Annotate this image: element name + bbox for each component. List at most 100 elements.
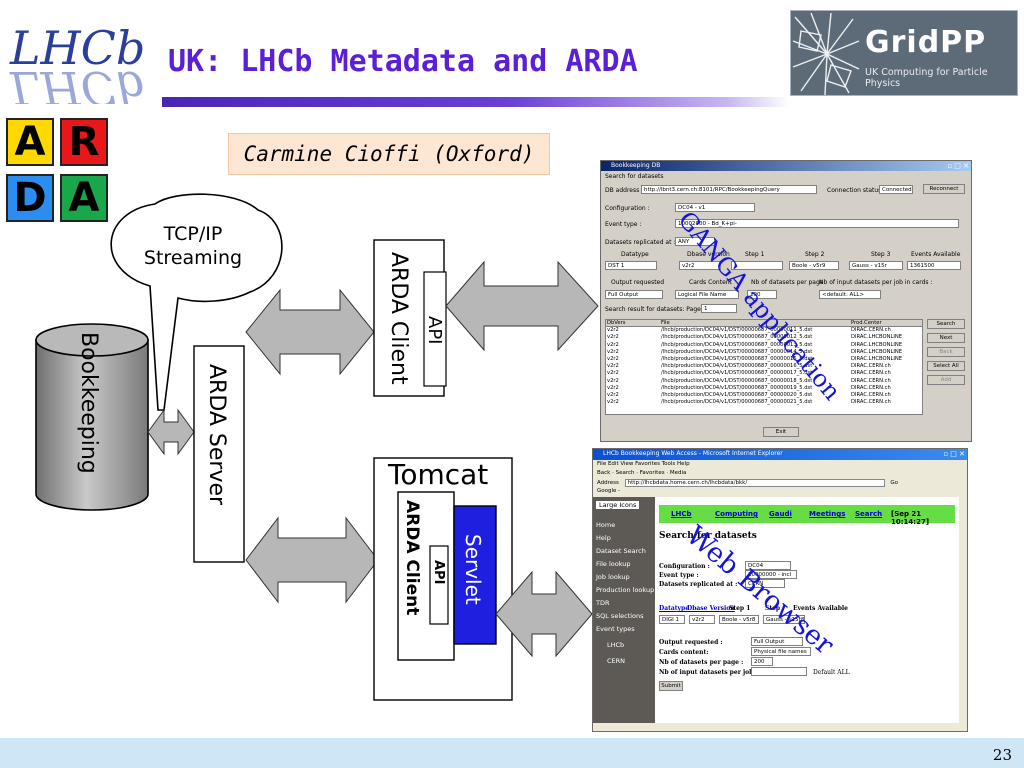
- table-row[interactable]: v2r2/lhcb/production/DC04/v1/DST/0000068…: [606, 356, 922, 363]
- add-button[interactable]: Add: [927, 375, 965, 385]
- ganga-window[interactable]: Bookkeeping DB ▫ □ ✕ Search for datasets…: [600, 160, 972, 442]
- tcpip-speech-bubble: [110, 193, 283, 411]
- sidebar-item-help[interactable]: Help: [596, 534, 611, 542]
- gridpp-logo: GridPP UK Computing for Particle Physics: [790, 10, 1018, 96]
- go-button[interactable]: Go: [890, 480, 899, 486]
- next-button[interactable]: Next: [927, 333, 965, 343]
- table-cell: v2r2: [607, 327, 619, 334]
- table-cell: DIRAC.LHCBONLINE: [851, 348, 903, 355]
- browser-menu-bar[interactable]: File Edit View Favorites Tools Help: [597, 461, 690, 467]
- nav-gaudi[interactable]: Gaudi: [769, 510, 792, 518]
- client-ganga-arrow: [445, 260, 599, 352]
- configuration-select[interactable]: DC04 - v1: [675, 203, 755, 212]
- table-cell: v2r2: [607, 370, 619, 377]
- large-icons-button[interactable]: Large Icons: [596, 501, 640, 509]
- browser-toolbar[interactable]: Back · Search · Favorites · Media: [597, 470, 687, 476]
- browser-window[interactable]: LHCb Bookkeeping Web Access - Microsoft …: [592, 448, 968, 732]
- browser-event-type-select[interactable]: 10000000 - incl: [745, 570, 797, 579]
- browser-dbase-link[interactable]: Dbase Version: [687, 605, 735, 612]
- footer-bar: 23: [0, 738, 1024, 768]
- sidebar-item-event-types[interactable]: Event types: [596, 625, 635, 633]
- submit-button[interactable]: Submit: [659, 681, 683, 691]
- window-controls-icon[interactable]: ▫ □ ✕: [943, 450, 965, 458]
- browser-per-job-default: Default ALL: [813, 669, 850, 676]
- browser-output-select[interactable]: Full Output: [751, 637, 803, 646]
- table-row[interactable]: v2r2/lhcb/production/DC04/v1/DST/0000068…: [606, 399, 922, 406]
- output-requested-select[interactable]: Full Output: [605, 290, 663, 299]
- table-row[interactable]: v2r2/lhcb/production/DC04/v1/DST/0000068…: [606, 363, 922, 370]
- db-address-field[interactable]: http://lbnt3.cern.ch:8101/RPC/Bookkeepin…: [641, 185, 817, 194]
- per-job-label: Nb of input datasets per job in cards :: [819, 279, 933, 286]
- browser-step2-select[interactable]: Gauss - v15r8: [763, 615, 805, 624]
- exit-button[interactable]: Exit: [763, 427, 799, 437]
- sidebar-item-sql-selections[interactable]: SQL selections: [596, 612, 644, 620]
- connection-status-label: Connection status :: [827, 187, 886, 194]
- cards-content-select[interactable]: Logical File Name: [675, 290, 739, 299]
- nav-lhcb[interactable]: LHCb: [671, 510, 692, 518]
- arda-logo: A R D A: [6, 118, 110, 224]
- browser-cards-select[interactable]: Physical file names: [751, 647, 811, 656]
- nav-computing[interactable]: Computing: [715, 510, 758, 518]
- table-cell: /lhcb/production/DC04/v1/DST/00000687_00…: [661, 348, 813, 355]
- column-header[interactable]: Prod.Center: [851, 320, 882, 326]
- browser-datatype-link[interactable]: Datatype: [659, 605, 690, 612]
- table-row[interactable]: v2r2/lhcb/production/DC04/v1/DST/0000068…: [606, 392, 922, 399]
- replicated-select[interactable]: ANY: [675, 237, 715, 246]
- sidebar-item-dataset-search[interactable]: Dataset Search: [596, 547, 646, 555]
- table-cell: /lhcb/production/DC04/v1/DST/00000687_00…: [661, 384, 813, 391]
- browser-dbase-select[interactable]: v2r2: [689, 615, 715, 624]
- reconnect-button[interactable]: Reconnect: [923, 184, 965, 194]
- sidebar-item-production-lookup[interactable]: Production lookup: [596, 586, 655, 594]
- per-page-select[interactable]: 200: [747, 290, 777, 299]
- sidebar-item-lhcb[interactable]: LHCb: [607, 641, 625, 649]
- search-button[interactable]: Search: [927, 319, 965, 329]
- step3-select[interactable]: Gauss - v15r: [849, 261, 903, 270]
- datatype-select[interactable]: DST 1: [605, 261, 657, 270]
- browser-address-bar[interactable]: Address http://lhcbdata.home.cern.ch/lhc…: [593, 479, 967, 487]
- table-row[interactable]: v2r2/lhcb/production/DC04/v1/DST/0000068…: [606, 385, 922, 392]
- per-job-field[interactable]: <default: ALL>: [819, 290, 881, 299]
- table-cell: DIRAC.CERN.ch: [851, 327, 891, 334]
- site-nav-bar: LHCb Computing Gaudi Meetings Search [Se…: [659, 505, 955, 526]
- browser-sidebar: Large Icons Home Help Dataset Search Fil…: [593, 497, 655, 723]
- table-cell: /lhcb/production/DC04/v1/DST/00000687_00…: [661, 377, 813, 384]
- table-row[interactable]: v2r2/lhcb/production/DC04/v1/DST/0000068…: [606, 370, 922, 377]
- window-controls-icon[interactable]: ▫ □ ✕: [947, 162, 969, 170]
- table-row[interactable]: v2r2/lhcb/production/DC04/v1/DST/0000068…: [606, 349, 922, 356]
- browser-per-job-label: Nb of input datasets per job in cards :: [659, 669, 787, 676]
- column-header[interactable]: File: [661, 320, 670, 326]
- address-input[interactable]: http://lhcbdata.home.cern.ch/lhcbdata/bk…: [624, 479, 885, 487]
- dbase-version-select[interactable]: v2r2: [679, 261, 721, 270]
- step2-select[interactable]: Boole - v5r9: [789, 261, 839, 270]
- title-underline: [162, 97, 790, 107]
- table-row[interactable]: v2r2/lhcb/production/DC04/v1/DST/0000068…: [606, 327, 922, 334]
- sidebar-item-job-lookup[interactable]: Job lookup: [596, 573, 630, 581]
- table-row[interactable]: v2r2/lhcb/production/DC04/v1/DST/0000068…: [606, 378, 922, 385]
- table-row[interactable]: v2r2/lhcb/production/DC04/v1/DST/0000068…: [606, 342, 922, 349]
- cards-content-label: Cards Content: [689, 279, 732, 286]
- nav-search[interactable]: Search: [855, 510, 883, 518]
- back-button[interactable]: Back: [927, 347, 965, 357]
- browser-per-page-select[interactable]: 200: [751, 657, 773, 666]
- sidebar-item-tdr[interactable]: TDR: [596, 599, 610, 607]
- event-type-select[interactable]: 10002000 - Bd_K+pi-: [675, 219, 959, 228]
- google-toolbar[interactable]: Google -: [597, 488, 621, 494]
- nav-meetings[interactable]: Meetings: [809, 510, 846, 518]
- browser-step1-select[interactable]: Boole - v5r8: [719, 615, 759, 624]
- dataset-results-table[interactable]: DbVers File Prod.Center v2r2/lhcb/produc…: [605, 319, 923, 415]
- sidebar-item-home[interactable]: Home: [596, 521, 616, 529]
- result-page-field[interactable]: 1: [701, 304, 737, 313]
- browser-per-job-input[interactable]: [751, 667, 807, 676]
- sidebar-item-file-lookup[interactable]: File lookup: [596, 560, 631, 568]
- browser-replicated-select[interactable]: CERN: [745, 579, 785, 588]
- gridpp-brand-text: GridPP: [865, 25, 987, 60]
- sidebar-item-cern[interactable]: CERN: [607, 657, 626, 665]
- table-cell: /lhcb/production/DC04/v1/DST/00000687_00…: [661, 355, 813, 362]
- column-header[interactable]: DbVers: [607, 320, 626, 326]
- browser-configuration-select[interactable]: DC04: [745, 561, 791, 570]
- step1-select[interactable]: [731, 261, 783, 270]
- table-row[interactable]: v2r2/lhcb/production/DC04/v1/DST/0000068…: [606, 334, 922, 341]
- browser-datatype-select[interactable]: DIGI 1: [659, 615, 685, 624]
- select-all-button[interactable]: Select All: [927, 361, 965, 371]
- table-cell: v2r2: [607, 355, 619, 362]
